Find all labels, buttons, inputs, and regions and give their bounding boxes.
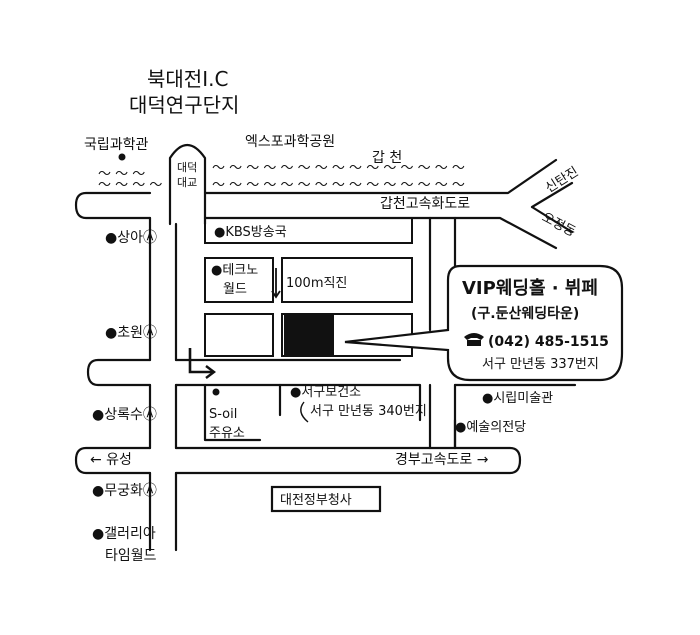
s-oil-dot — [212, 388, 220, 396]
direction-arrows — [188, 268, 309, 423]
callout-address: 서구 만년동 337번지 — [482, 357, 599, 372]
telephone-icon — [464, 333, 484, 346]
straight-100m-label: 100m직진 — [286, 276, 347, 291]
sangroksu-apt-label: ●상록수Ⓐ — [92, 407, 157, 423]
gyeongbu-expressway-label: 경부고속도로 → — [395, 452, 489, 468]
chowon-apt-label: ●초원Ⓐ — [105, 325, 157, 341]
science-museum-dot — [118, 153, 126, 161]
daedeok-research-label: 대덕연구단지 — [129, 93, 239, 117]
address-340-label: 서구 만년동 340번지 — [310, 404, 427, 419]
expo-park-label: 엑스포과학공원 — [245, 134, 335, 150]
bridge-label-2: 대교 — [177, 176, 197, 189]
galleria-label-2: 타임월드 — [105, 548, 157, 564]
north-ic-label: 북대전I.C — [147, 67, 228, 91]
kbs-label: ●KBS방송국 — [214, 225, 287, 240]
science-museum-label: 국립과학관 — [84, 137, 149, 153]
mugunghwa-apt-label: ●무궁화Ⓐ — [92, 483, 157, 499]
s-oil-label-2: 주유소 — [209, 426, 245, 441]
gapcheon-expressway-label: 갑천고속화도로 — [380, 196, 470, 212]
svg-text:～ ～ ～ ～: ～ ～ ～ ～ — [98, 178, 162, 193]
sanga-apt-label: ●상아Ⓐ — [105, 230, 157, 246]
art-museum-label: ●시립미술관 — [482, 391, 553, 406]
destination-building — [284, 315, 334, 357]
callout-venue-name: VIP웨딩홀 · 뷔페 — [462, 277, 598, 299]
river-waves: ～ ～ ～ ～ ～ ～ ～ ～ ～ ～ ～ ～ ～ ～ ～ ～ ～ ～ ～ ～ … — [98, 161, 465, 193]
svg-text:～ ～ ～ ～ ～ ～ ～ ～ ～ ～ ～ ～ ～ ～ ～: ～ ～ ～ ～ ～ ～ ～ ～ ～ ～ ～ ～ ～ ～ ～ — [212, 161, 465, 176]
road-outlines — [74, 143, 577, 552]
callout-former-name: (구.둔산웨딩타운) — [471, 305, 579, 322]
svg-text:～ ～ ～: ～ ～ ～ — [98, 167, 145, 182]
yuseong-label: ← 유성 — [90, 452, 132, 468]
callout-box — [344, 264, 624, 382]
city-blocks — [204, 217, 413, 513]
techno-world-label-1: ●테크노 — [211, 263, 258, 278]
techno-world-label-2: 월드 — [223, 282, 247, 297]
s-oil-label-1: S-oil — [209, 407, 237, 422]
callout-phone: (042) 485-1515 — [488, 334, 609, 350]
art-hall-label: ●예술의전당 — [455, 420, 526, 435]
galleria-label-1: ●갤러리아 — [92, 526, 156, 542]
bridge-label-1: 대덕 — [177, 161, 197, 174]
health-center-label: ●서구보건소 — [290, 385, 361, 400]
svg-text:～ ～ ～ ～ ～ ～ ～ ～ ～ ～ ～ ～ ～ ～ ～: ～ ～ ～ ～ ～ ～ ～ ～ ～ ～ ～ ～ ～ ～ ～ — [212, 178, 465, 193]
government-complex-label: 대전정부청사 — [280, 493, 352, 508]
river-label: 갑 천 — [372, 150, 402, 166]
